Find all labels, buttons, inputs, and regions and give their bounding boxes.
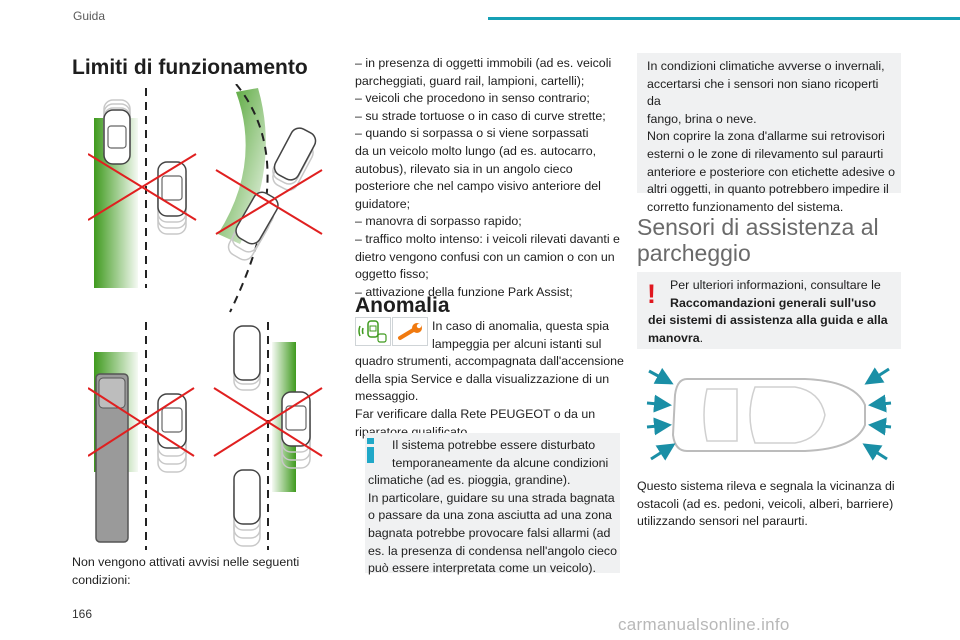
illustration-dense-traffic xyxy=(213,322,323,550)
alert-note-box: ! Per ulteriori informazioni, consultare… xyxy=(637,272,901,349)
illustration-parking-sensors xyxy=(646,367,892,461)
anomalia-text: In caso di anomalia, questa spia lampegg… xyxy=(355,319,624,439)
sensor-arrow-icon xyxy=(868,417,892,436)
sensor-description: Questo sistema rileva e segnala la vicin… xyxy=(637,479,895,529)
conditions-list: – in presenza di oggetti immobili (ad es… xyxy=(355,56,620,299)
info-note-text: Il sistema potrebbe essere disturbato te… xyxy=(368,438,617,576)
section-title-sensori: Sensori di assistenza al parcheggio xyxy=(637,214,879,266)
warning-note-box: In condizioni climatiche avverse o inver… xyxy=(637,53,901,214)
illustration-long-vehicle xyxy=(88,322,195,550)
sensor-arrow-icon xyxy=(650,443,676,461)
warning-note-text: In condizioni climatiche avverse o inver… xyxy=(647,59,895,214)
section-title-limiti: Limiti di funzionamento xyxy=(72,56,308,79)
header-rule xyxy=(488,17,960,20)
alert-note-text: Per ulteriori informazioni, consultare l… xyxy=(648,278,888,345)
section-title-anomalia: Anomalia xyxy=(355,294,450,317)
info-note-box: Il sistema potrebbe essere disturbato te… xyxy=(365,433,620,575)
info-icon xyxy=(366,438,376,463)
sensor-arrow-icon xyxy=(862,443,888,461)
sensor-arrow-icon xyxy=(868,394,892,413)
service-wrench-icon xyxy=(392,317,428,346)
exclamation-icon: ! xyxy=(647,279,656,309)
watermark: carmanualsonline.info xyxy=(618,615,790,634)
sensor-arrow-icon xyxy=(646,417,672,436)
illustration-straight-lane-cars xyxy=(88,88,197,288)
sensor-arrow-icon xyxy=(648,367,674,385)
illustration-curved-road xyxy=(215,84,323,313)
blind-spot-warning-icon xyxy=(355,317,391,346)
running-header: Guida xyxy=(73,9,106,23)
sensor-arrow-icon xyxy=(864,367,890,385)
conditions-caption: Non vengono attivati avvisi nelle seguen… xyxy=(72,555,300,587)
sensor-arrow-icon xyxy=(646,394,672,413)
page-number: 166 xyxy=(72,607,93,621)
